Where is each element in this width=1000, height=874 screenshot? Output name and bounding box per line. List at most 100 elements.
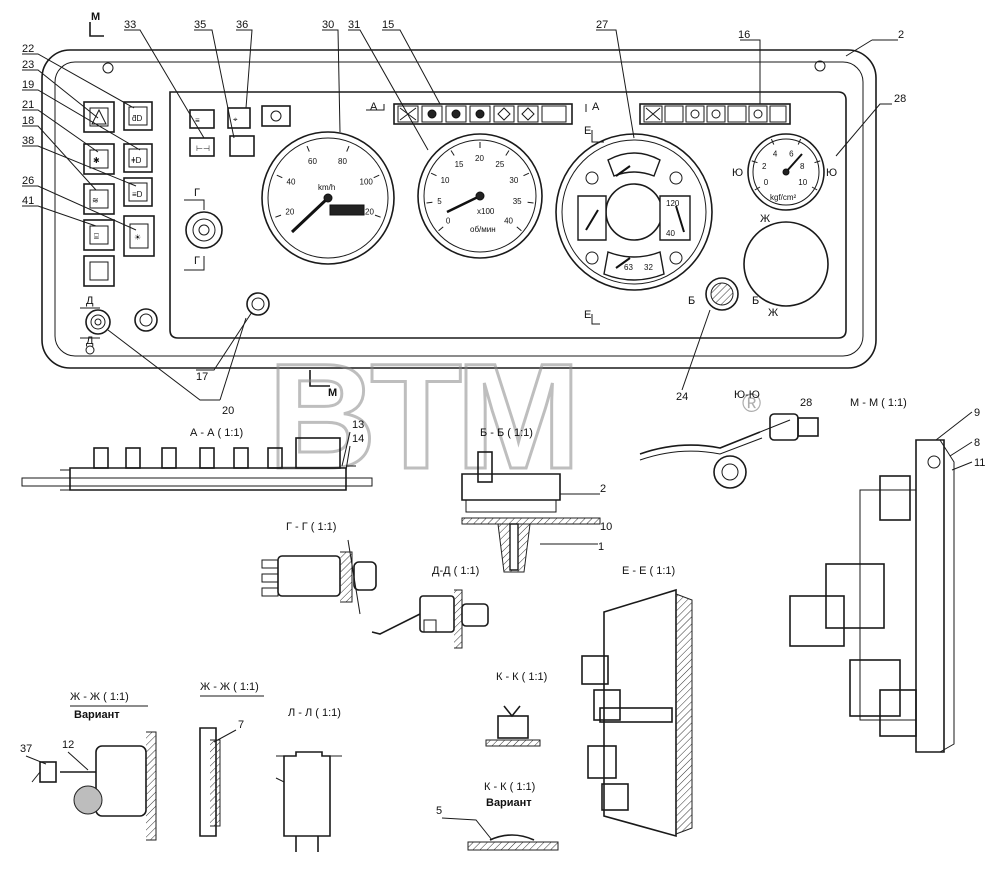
speedometer-tick-mark xyxy=(306,145,310,152)
warning-lamp-strip-right xyxy=(639,103,791,125)
pressure-tick: 10 xyxy=(798,178,807,187)
callout: 28 xyxy=(800,397,812,409)
section-ee: Е - Е ( 1:1) xyxy=(581,565,693,838)
tachometer-tick: 30 xyxy=(509,176,518,185)
speedometer: 20 40 60 80 100 120 km/h xyxy=(261,131,395,265)
svg-text:⌖: ⌖ xyxy=(233,115,238,124)
pressure-tick: 8 xyxy=(800,162,805,171)
leader-lines xyxy=(22,29,898,401)
speedometer-needle xyxy=(290,196,330,234)
callout: 5 xyxy=(436,805,442,817)
section-dd: Д-Д ( 1:1) xyxy=(371,565,489,649)
section-mark: А xyxy=(370,101,378,113)
watermark-text: BTM xyxy=(268,332,575,500)
section-title: Ж - Ж ( 1:1) xyxy=(200,681,259,693)
section-mark: Д xyxy=(86,295,94,307)
pressure-tick-mark xyxy=(797,138,802,145)
lamp-icon: ƌD xyxy=(132,114,142,123)
speedometer-tick: 120 xyxy=(361,208,375,217)
section-kk: К - К ( 1:1) К - К ( 1:1) Вариант 5 xyxy=(436,671,559,851)
bottom-left-knobs xyxy=(85,211,270,335)
speedometer-tick: 20 xyxy=(285,208,294,217)
pressure-tick: 4 xyxy=(773,150,778,159)
section-mark: Б xyxy=(752,295,759,307)
tachometer-unit2: об/мин xyxy=(470,225,496,234)
callout: 35 xyxy=(194,19,206,31)
speedometer-tick: 40 xyxy=(287,178,296,187)
fan-icon: ✱ xyxy=(93,156,100,165)
knob xyxy=(85,309,111,335)
callout: 28 xyxy=(894,93,906,105)
mount-hole xyxy=(102,62,114,74)
tachometer-tick: 40 xyxy=(504,216,513,225)
section-zhzh: Ж - Ж ( 1:1) 7 xyxy=(199,681,264,837)
pressure-unit: kgf/cm² xyxy=(770,193,797,202)
combo-label: 40 xyxy=(666,229,675,238)
fuel-gauge-sector xyxy=(607,152,661,177)
foglight-icon: ǂD xyxy=(131,156,142,165)
speedometer-tick-mark xyxy=(374,214,381,218)
warning-lamp-icon: ☀ xyxy=(134,233,141,242)
tachometer-needle xyxy=(446,194,481,214)
callout: 16 xyxy=(738,29,750,41)
knob xyxy=(246,292,270,316)
section-title: Л - Л ( 1:1) xyxy=(288,707,341,719)
callout: 21 xyxy=(22,99,34,111)
callout: 8 xyxy=(974,437,980,449)
combo-label: 120 xyxy=(666,199,680,208)
tachometer-tick: 0 xyxy=(446,216,451,225)
section-mark: Ж xyxy=(768,307,778,319)
speedometer-tick: 60 xyxy=(308,157,317,166)
tachometer-tick-mark xyxy=(426,201,433,204)
section-title: К - К ( 1:1) xyxy=(496,671,547,683)
watermark: BTM ® xyxy=(267,331,762,502)
speedometer-tick-mark xyxy=(373,174,380,179)
tachometer-tick: 25 xyxy=(495,160,504,169)
section-title: М - М ( 1:1) xyxy=(850,397,907,409)
section-markers: М А А Е Е Г Г Д Д Б Б Ж Ж Ю Ю М xyxy=(80,11,837,399)
left-switch-block: ƌD ✱ ǂD ≋ ≡D ⌸ ☀ xyxy=(83,101,155,287)
callout: 11 xyxy=(974,457,985,469)
section-gg: Г - Г ( 1:1) xyxy=(261,521,377,615)
cluster-frame xyxy=(169,91,847,339)
hazard-icon xyxy=(91,108,107,125)
pressure-tick-mark xyxy=(754,186,761,191)
main-panel xyxy=(41,49,877,369)
section-title: Ж - Ж ( 1:1) xyxy=(70,691,129,703)
section-title: Ю-Ю xyxy=(734,389,760,401)
tachometer-tick-mark xyxy=(450,150,455,156)
mount-hole xyxy=(814,60,826,72)
tachometer-tick: 35 xyxy=(513,197,522,206)
pressure-tick-mark xyxy=(751,160,758,164)
speedometer-unit: km/h xyxy=(318,183,335,192)
callout: 24 xyxy=(676,391,688,403)
callout: 37 xyxy=(20,743,32,755)
section-mark: М xyxy=(328,387,337,399)
callout: 10 xyxy=(600,521,612,533)
voltage-gauge-sector xyxy=(603,251,665,281)
speedometer-tick-mark xyxy=(276,174,283,179)
callout: 38 xyxy=(22,135,34,147)
speedometer-tick: 80 xyxy=(338,157,347,166)
oil-gauge-sector xyxy=(577,195,607,241)
speedometer-tick: 100 xyxy=(360,178,374,187)
tachometer-tick: 20 xyxy=(475,154,484,163)
indicator-lamp xyxy=(185,211,223,249)
speedometer-tick-mark xyxy=(275,214,282,218)
heated-window-icon: ⌸ xyxy=(94,232,99,241)
pressure-tick: 6 xyxy=(789,150,794,159)
pressure-tick-mark xyxy=(814,160,821,164)
section-mark: Ю xyxy=(732,167,743,179)
section-mark: Е xyxy=(584,125,591,137)
watermark-mark: ® xyxy=(742,388,761,418)
section-title: Г - Г ( 1:1) xyxy=(286,521,336,533)
heater-icon: ≋ xyxy=(92,196,99,205)
callout: 15 xyxy=(382,19,394,31)
callout-labels: 2 28 16 27 15 31 30 36 35 33 22 23 19 21… xyxy=(22,19,906,417)
tachometer-tick-mark xyxy=(516,226,522,232)
section-mark: Д xyxy=(86,335,94,347)
odometer-window xyxy=(329,204,365,216)
section-title: Вариант xyxy=(74,709,120,721)
